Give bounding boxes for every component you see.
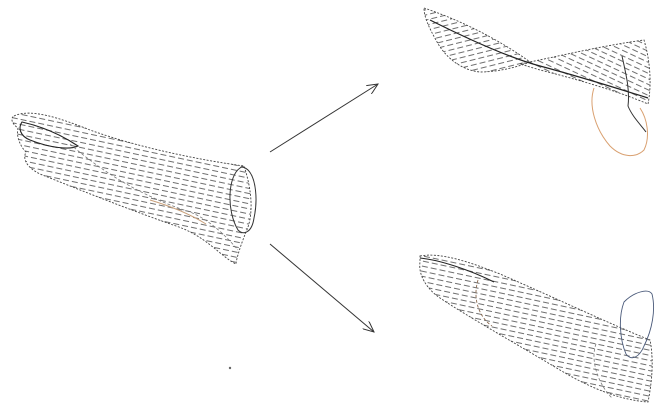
source-shape-body — [12, 113, 251, 264]
straight-result-body — [420, 255, 652, 402]
twisted-result-left-lobe — [424, 8, 530, 72]
straight-result — [420, 255, 654, 402]
source-shape — [12, 113, 256, 264]
stray-dot — [229, 367, 231, 369]
twisted-result-right-lobe — [520, 40, 650, 104]
arrow-to-twisted-result — [270, 84, 378, 152]
twisted-result — [424, 8, 650, 156]
arrow-to-straight-result — [270, 244, 374, 332]
